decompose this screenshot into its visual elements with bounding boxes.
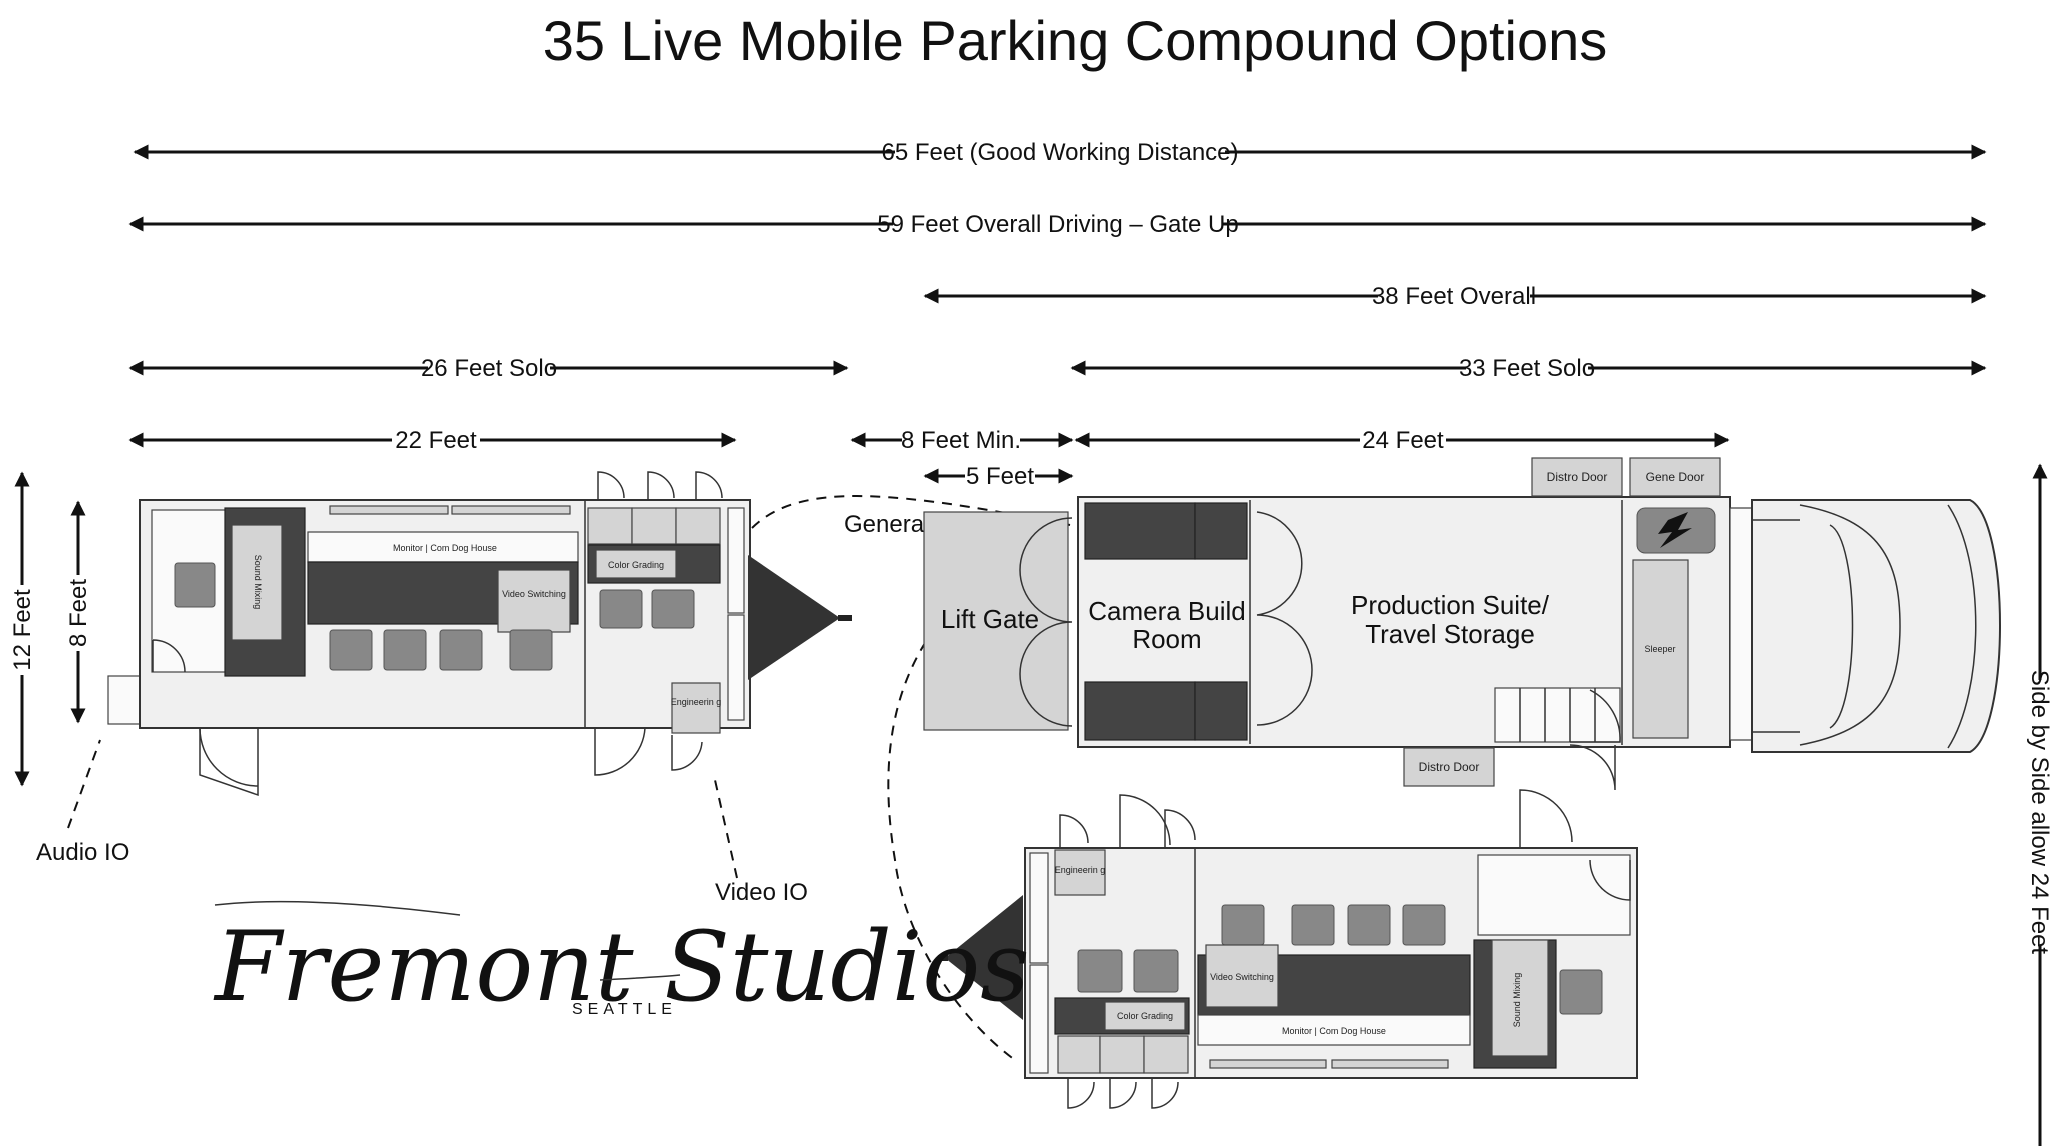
production-suite-label-2: Travel Storage bbox=[1365, 619, 1535, 649]
dimension-65ft: 65 Feet (Good Working Distance) bbox=[133, 136, 1987, 168]
dimension-65ft-label: 65 Feet (Good Working Distance) bbox=[881, 139, 1238, 166]
video-switching-label: Video Switching bbox=[502, 589, 566, 599]
sound-mixing-bottom-label: Sound Mixing bbox=[1512, 973, 1522, 1028]
camera-build-label-2: Room bbox=[1132, 624, 1201, 654]
trailer-left: Sound Mixing Monitor | Com Dog House Vid… bbox=[107, 471, 852, 797]
dimension-26ft-label: 26 Feet Solo bbox=[421, 355, 557, 382]
audio-io-label: Audio IO bbox=[36, 839, 129, 866]
trailer-bottom: Engineerin g Color Grading Video Switchi… bbox=[938, 789, 1638, 1109]
page-title: 35 Live Mobile Parking Compound Options bbox=[543, 9, 1608, 72]
camera-build-label-1: Camera Build bbox=[1088, 596, 1246, 626]
dimension-33ft-label: 33 Feet Solo bbox=[1459, 355, 1595, 382]
dimension-24ft-label: 24 Feet bbox=[1362, 427, 1444, 454]
dimension-side-by-side: Side by Side allow 24 Feet bbox=[2024, 463, 2056, 1146]
monitor-label: Monitor | Com Dog House bbox=[393, 543, 497, 553]
distro-door-bottom-label: Distro Door bbox=[1419, 760, 1480, 774]
dimension-5ft: 5 Feet bbox=[923, 460, 1074, 492]
lift-gate-label: Lift Gate bbox=[941, 604, 1039, 634]
logo-name: Fremont Studios bbox=[213, 911, 1029, 1023]
video-io-label: Video IO bbox=[715, 879, 808, 906]
dimension-26ft: 26 Feet Solo bbox=[128, 352, 849, 384]
dimension-8ft-min-label: 8 Feet Min. bbox=[901, 427, 1021, 454]
distro-door-top-label: Distro Door bbox=[1547, 470, 1608, 484]
logo-city: SEATTLE bbox=[572, 1001, 677, 1018]
dimension-38ft: 38 Feet Overall bbox=[923, 280, 1987, 312]
dimension-22ft-label: 22 Feet bbox=[395, 427, 477, 454]
truck-main: Lift Gate Camera Build Room Production S… bbox=[923, 457, 2001, 791]
dimension-8ft-height: 8 Feet bbox=[62, 500, 94, 724]
dimension-side-by-side-label: Side by Side allow 24 Feet bbox=[2026, 670, 2053, 955]
dimension-12ft-label: 12 Feet bbox=[9, 589, 36, 671]
sound-mixing-label: Sound Mixing bbox=[253, 555, 263, 610]
dimension-22ft: 22 Feet bbox=[128, 424, 737, 456]
gene-door-label: Gene Door bbox=[1646, 470, 1705, 484]
color-grading-bottom-label: Color Grading bbox=[1117, 1011, 1173, 1021]
engineering-bottom-label: Engineerin g bbox=[1055, 865, 1106, 875]
dimension-38ft-label: 38 Feet Overall bbox=[1372, 283, 1536, 310]
dimension-5ft-label: 5 Feet bbox=[966, 463, 1034, 490]
dimension-59ft-label: 59 Feet Overall Driving – Gate Up bbox=[877, 211, 1239, 238]
dimension-59ft: 59 Feet Overall Driving – Gate Up bbox=[128, 208, 1987, 240]
dimension-8ft-height-label: 8 Feet bbox=[65, 579, 92, 647]
dimension-33ft: 33 Feet Solo bbox=[1070, 352, 1987, 384]
dimension-8ft-min: 8 Feet Min. bbox=[850, 424, 1074, 456]
dimension-12ft: 12 Feet bbox=[6, 471, 38, 787]
production-suite-label-1: Production Suite/ bbox=[1351, 590, 1550, 620]
video-switching-bottom-label: Video Switching bbox=[1210, 972, 1274, 982]
engineering-label: Engineerin g bbox=[671, 697, 722, 707]
fremont-studios-logo: Fremont Studios SEATTLE bbox=[213, 900, 1029, 1023]
color-grading-label: Color Grading bbox=[608, 560, 664, 570]
dimension-24ft: 24 Feet bbox=[1074, 424, 1730, 456]
sleeper-label: Sleeper bbox=[1644, 644, 1675, 654]
monitor-bottom-label: Monitor | Com Dog House bbox=[1282, 1026, 1386, 1036]
